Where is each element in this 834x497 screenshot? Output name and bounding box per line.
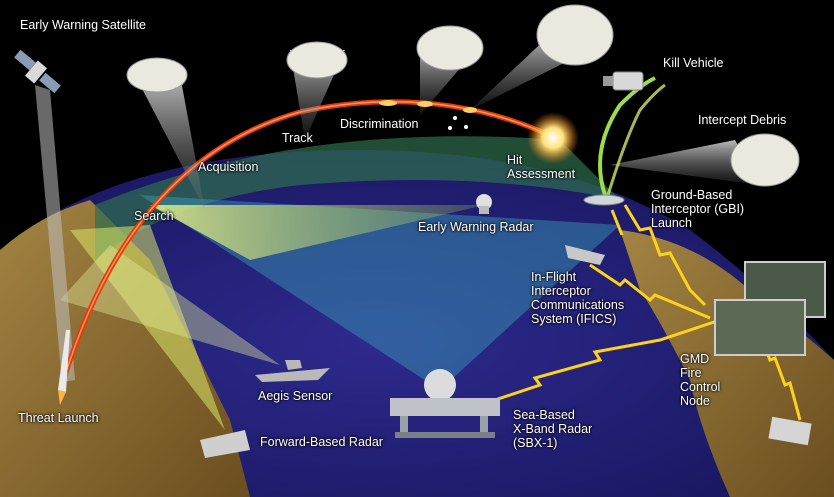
label-forward-based-radar: Forward-Based Radar: [260, 435, 383, 449]
label-threat-launch: Threat Launch: [18, 411, 99, 425]
label-ifics-line: Communications: [531, 298, 625, 312]
ifics-terminal: [565, 245, 605, 265]
sensor-cone-kill: [470, 4, 614, 110]
label-gbi-line: Ground-Based: [651, 188, 733, 202]
gbi-trail: [598, 76, 656, 196]
label-gbi-line: Interceptor (GBI): [651, 202, 745, 216]
label-ifics-line: System (IFICS): [531, 312, 617, 326]
aegis-ship: [255, 360, 330, 382]
gmd-building: [768, 416, 812, 446]
label-sbx-line: (SBX-1): [513, 436, 558, 450]
command-center-photos: [714, 261, 826, 356]
label-gmd: GMD Fire Control Node: [680, 352, 720, 408]
label-discrimination: Discrimination: [340, 117, 419, 131]
sensor-cone-discrimination: [416, 25, 484, 115]
label-gmd-line: Fire: [680, 366, 702, 380]
satellite-beam: [35, 85, 75, 382]
label-intercept-debris: Intercept Debris: [698, 113, 787, 127]
label-ifics-line: Interceptor: [531, 284, 591, 298]
label-sbx: Sea-Based X-Band Radar (SBX-1): [513, 408, 592, 450]
label-hit-assessment-line: Hit: [507, 153, 523, 167]
label-gmd-line: GMD: [680, 352, 710, 366]
early-warning-satellite-graphic: [14, 49, 61, 94]
label-track: Track: [282, 131, 313, 145]
early-warning-radar-beam: [150, 205, 485, 260]
threat-missile: [58, 330, 70, 405]
label-search: Search: [134, 209, 174, 223]
label-acquisition: Acquisition: [198, 160, 259, 174]
label-hit-assessment-line: Assessment: [507, 167, 576, 181]
label-early-warning-satellite: Early Warning Satellite: [20, 18, 146, 32]
label-gmd-line: Control: [680, 380, 721, 394]
sensor-cone-track: [286, 41, 348, 140]
sensor-cone-debris: [610, 133, 800, 187]
intercept-flash: [527, 112, 579, 164]
gbi-silo: [583, 194, 625, 206]
label-early-warning-radar: Early Warning Radar: [418, 220, 534, 234]
aegis-beam: [60, 245, 280, 365]
gbi-trail-2: [606, 83, 666, 196]
sbx-platform: [390, 369, 500, 438]
comm-lightning: [479, 204, 802, 421]
label-gbi: Ground-Based Interceptor (GBI) Launch: [651, 188, 744, 230]
label-gmd-line: Node: [680, 394, 710, 408]
kill-vehicle: [603, 71, 644, 91]
forward-radar-unit: [200, 430, 250, 458]
tracking-zone: [95, 136, 620, 260]
label-gbi-line: Launch: [651, 216, 693, 230]
label-sbx-line: X-Band Radar: [513, 422, 593, 436]
warhead-markers: [379, 100, 477, 130]
label-sbx-line: Sea-Based: [513, 408, 575, 422]
early-warning-radar-dish: [476, 194, 492, 214]
label-kill-vehicle: Kill Vehicle: [663, 56, 724, 70]
label-hit-assessment: Hit Assessment: [507, 153, 575, 181]
label-ifics-line: In-Flight: [531, 270, 577, 284]
sensor-cone-acquisition: [126, 57, 205, 210]
label-ifics: In-Flight Interceptor Communications Sys…: [531, 270, 624, 326]
label-aegis-sensor: Aegis Sensor: [258, 389, 333, 403]
